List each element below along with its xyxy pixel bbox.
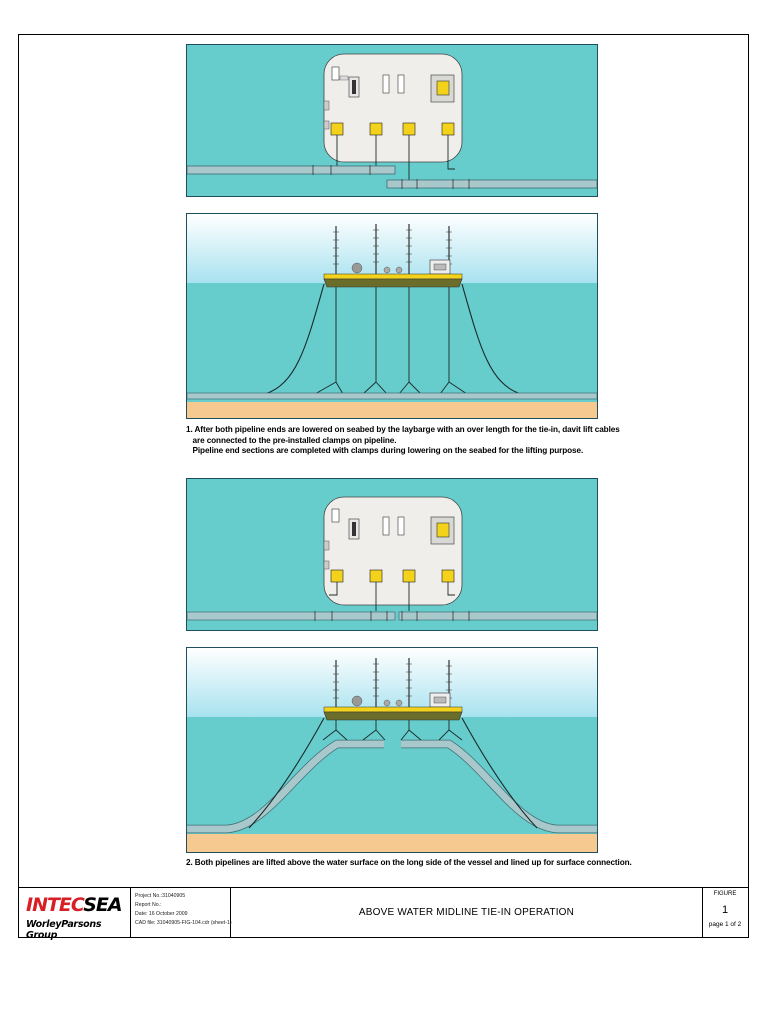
plan-view-drawing-1 <box>187 45 597 196</box>
deck-reel <box>383 266 391 274</box>
company-logo: INTECSEA <box>26 894 123 916</box>
deck-cabin-roof <box>436 80 450 96</box>
drawing-date: Date: 16 October 2009 <box>135 911 188 917</box>
barge-hull <box>323 278 463 288</box>
elevation-panel-1 <box>186 213 598 419</box>
figure-number: 1 <box>721 904 729 916</box>
barge-deck <box>323 496 463 606</box>
drawing-sheet-border <box>18 34 749 938</box>
sky <box>187 648 597 717</box>
deck-fitting <box>323 100 330 111</box>
pipeline-left <box>187 165 396 175</box>
page-indicator: page 1 of 2 <box>708 921 742 928</box>
barge-deck <box>323 53 463 163</box>
davit-clamps <box>330 122 455 136</box>
davit-masts <box>335 224 450 274</box>
cad-file: CAD file: 31040905-FIG-104.cdr (sheet-1) <box>135 920 232 926</box>
project-info-cell: Project No.:31040905 Report No.: Date: 1… <box>131 888 232 937</box>
pipeline-left-catenary <box>264 283 325 395</box>
elevation-drawing-2 <box>187 648 597 852</box>
deck-crane-boom <box>352 80 356 94</box>
pipe-clamp-marks <box>314 611 470 621</box>
pipeline-right-catenary <box>461 283 522 395</box>
barge-deck-edge <box>323 706 463 713</box>
davit-masts <box>335 658 450 708</box>
report-number: Report No.: <box>135 902 162 908</box>
pipeline-left <box>187 611 396 621</box>
caption-step-2: 2. Both pipelines are lifted above the w… <box>186 858 632 867</box>
lift-cables <box>329 582 455 611</box>
deck-fitting <box>323 120 330 130</box>
cable-left-outer <box>248 717 325 829</box>
seabed <box>187 402 597 418</box>
deck-equipment <box>382 74 390 94</box>
company-group-name: WorleyParsons Group <box>26 919 102 941</box>
plan-view-panel-1 <box>186 44 598 197</box>
davit-clamps <box>330 569 455 583</box>
cable-right-outer <box>461 717 538 829</box>
pipeline-on-seabed <box>187 392 597 400</box>
pipeline-right <box>386 179 597 189</box>
barge-hull <box>323 711 463 721</box>
drawing-title: ABOVE WATER MIDLINE TIE-IN OPERATION <box>358 907 575 918</box>
lift-cables <box>322 720 463 741</box>
elevation-panel-2 <box>186 647 598 853</box>
caption-step-1: 1. After both pipeline ends are lowered … <box>186 425 620 455</box>
lift-cables <box>314 287 468 395</box>
plan-view-drawing-2 <box>187 479 597 630</box>
title-cell: ABOVE WATER MIDLINE TIE-IN OPERATION <box>231 888 703 937</box>
figure-label: FIGURE <box>713 891 737 897</box>
title-block: INTECSEA WorleyParsons Group Project No.… <box>18 887 749 941</box>
pipe-clamp-marks <box>312 165 470 189</box>
deck-winch <box>331 508 340 523</box>
barge-deck-edge <box>323 273 463 280</box>
pipeline-right-lifted <box>401 740 597 833</box>
sea <box>187 283 597 402</box>
pipeline-right <box>398 611 597 621</box>
logo-cell: INTECSEA WorleyParsons Group <box>18 888 131 941</box>
seabed <box>187 834 597 852</box>
sea <box>187 717 597 834</box>
plan-view-panel-2 <box>186 478 598 631</box>
deck-winch <box>331 66 340 81</box>
deck-fitting <box>339 75 349 81</box>
elevation-drawing-1 <box>187 214 597 418</box>
pipeline-left-lifted <box>187 740 384 833</box>
figure-cell: FIGURE 1 page 1 of 2 <box>703 888 747 937</box>
deck-reel <box>395 266 403 274</box>
deck-reel <box>351 262 363 274</box>
deck-equipment <box>397 74 405 94</box>
sky <box>187 214 597 283</box>
project-number: Project No.:31040905 <box>135 893 186 899</box>
